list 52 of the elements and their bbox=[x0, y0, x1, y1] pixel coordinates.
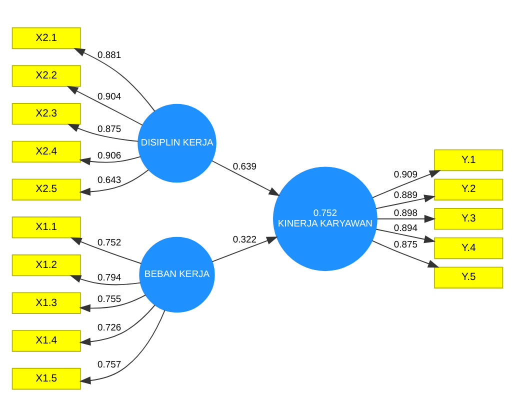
arrow bbox=[79, 169, 149, 196]
arrow bbox=[212, 236, 278, 262]
arrow bbox=[376, 194, 436, 210]
node-box: X2.2 bbox=[12, 65, 81, 87]
edge-label: 0.757 bbox=[97, 359, 122, 370]
node-box: X2.3 bbox=[12, 103, 81, 125]
edge-label: 0.794 bbox=[97, 272, 122, 284]
node-circle: DISIPLIN KERJA bbox=[138, 104, 216, 183]
node-box: X2.1 bbox=[12, 27, 81, 50]
arrow bbox=[372, 240, 440, 268]
arrow bbox=[79, 310, 166, 384]
edge-label: 0.909 bbox=[394, 169, 418, 180]
arrow bbox=[79, 304, 156, 346]
arrow bbox=[74, 48, 156, 112]
arrow bbox=[376, 228, 436, 244]
node-circle: 0.752 KINERJA KARYAWAN bbox=[273, 166, 378, 272]
node-box: Y.3 bbox=[434, 208, 504, 230]
node-box: Y.1 bbox=[434, 149, 504, 172]
node-box: X1.5 bbox=[12, 368, 81, 390]
node-box: Y.4 bbox=[434, 237, 504, 260]
edge-label: 0.881 bbox=[97, 50, 122, 62]
edge-label: 0.875 bbox=[97, 124, 122, 135]
node-box: X1.2 bbox=[12, 254, 81, 276]
node-box: X2.4 bbox=[12, 140, 81, 163]
node-box: X1.3 bbox=[12, 292, 81, 314]
node-circle: BEBAN KERJA bbox=[139, 236, 215, 313]
node-box: X1.4 bbox=[12, 330, 81, 352]
arrow bbox=[70, 237, 142, 264]
edge-label: 0.898 bbox=[394, 208, 418, 220]
node-box: X2.5 bbox=[12, 178, 81, 200]
edge-label: 0.752 bbox=[97, 237, 122, 248]
node-box: Y.5 bbox=[434, 266, 504, 288]
arrow bbox=[66, 86, 143, 126]
edge-label: 0.726 bbox=[97, 322, 122, 334]
edge-label: 0.755 bbox=[97, 294, 122, 306]
edge-label: 0.639 bbox=[232, 162, 257, 173]
edge-label: 0.643 bbox=[97, 174, 122, 186]
node-box: X1.1 bbox=[12, 216, 81, 238]
arrow bbox=[68, 124, 139, 142]
arrow bbox=[79, 156, 141, 166]
edge-label: 0.889 bbox=[394, 190, 418, 202]
edge-label: 0.322 bbox=[232, 234, 257, 246]
arrow bbox=[70, 275, 141, 286]
arrow bbox=[79, 294, 146, 312]
arrow bbox=[372, 170, 441, 198]
arrow bbox=[211, 160, 280, 196]
arrow bbox=[376, 214, 436, 223]
edge-label: 0.894 bbox=[394, 223, 418, 234]
edge-label: 0.904 bbox=[97, 92, 122, 103]
edge-label: 0.875 bbox=[394, 239, 418, 250]
node-box: Y.2 bbox=[434, 178, 504, 200]
edge-label: 0.906 bbox=[97, 150, 122, 162]
